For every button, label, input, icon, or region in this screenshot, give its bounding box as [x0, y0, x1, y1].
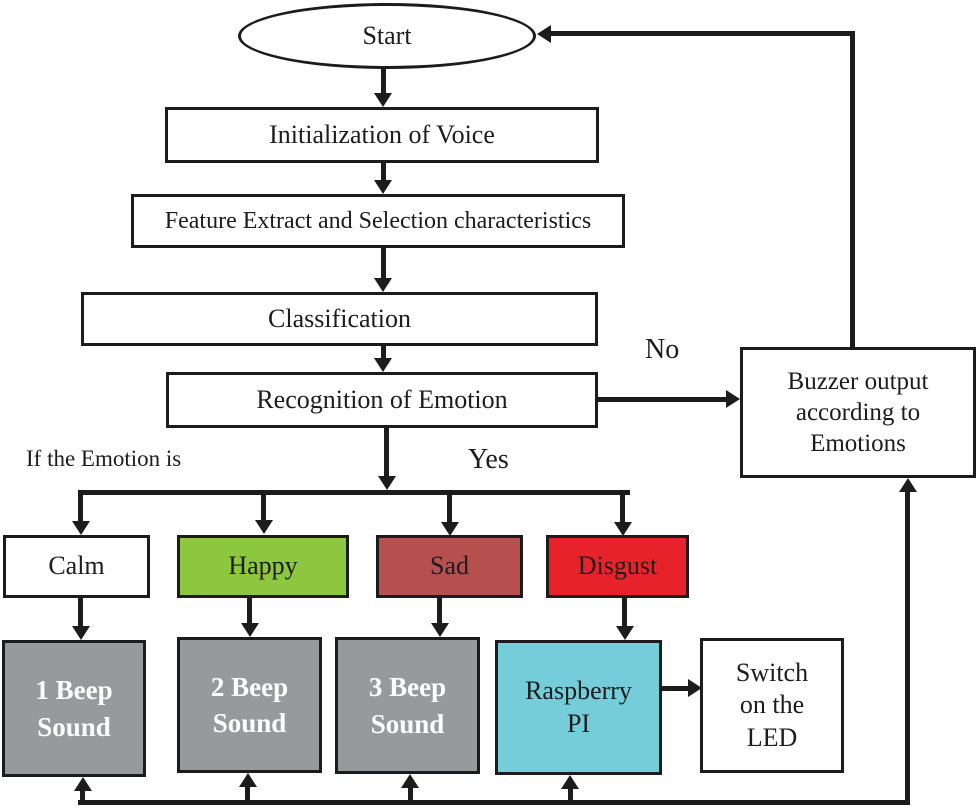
feedback-bottom-horizontal-line [78, 800, 910, 805]
edge-label-yes: Yes [468, 444, 509, 475]
arrow-init-to-feature-head [374, 180, 392, 194]
node-start: Start [238, 3, 536, 69]
arrow-happy-to-beep2-head [241, 623, 259, 637]
node-1-beep-sound: 1 Beep Sound [2, 640, 146, 777]
node-raspberry-pi-label: Raspberry PI [525, 676, 632, 738]
feedback-buzzer-to-start-horizontal-line [551, 31, 855, 36]
feedback-to-buzzer-head [899, 478, 917, 492]
arrow-yes-stem-line [384, 428, 389, 476]
arrow-to-happy-line [261, 495, 266, 520]
arrow-feature-to-classification-head [374, 278, 392, 292]
edge-label-no: No [645, 334, 680, 365]
arrow-feature-to-classification-line [381, 248, 386, 278]
node-recognition-of-emotion: Recognition of Emotion [166, 372, 598, 428]
node-initialization-label: Initialization of Voice [269, 119, 495, 149]
arrow-bottom-to-beep3-line [408, 788, 413, 800]
arrow-bottom-to-raspberry-head [561, 775, 579, 789]
arrow-classification-to-recognition-head [374, 358, 392, 372]
arrow-init-to-feature-line [381, 163, 386, 180]
arrow-to-sad-head [441, 522, 459, 536]
node-sad-label: Sad [430, 551, 469, 581]
arrow-to-calm-line [78, 495, 83, 521]
node-classification: Classification [81, 292, 598, 346]
arrow-to-sad-line [447, 495, 452, 522]
edge-label-if-the-emotion-is: If the Emotion is [26, 446, 182, 471]
arrow-no-branch-head [726, 390, 740, 408]
node-happy: Happy [177, 535, 349, 598]
node-buzzer-output: Buzzer output according to Emotions [740, 347, 976, 478]
arrow-sad-to-beep3-line [437, 598, 442, 623]
arrow-bottom-to-raspberry-line [568, 789, 573, 800]
node-sad: Sad [376, 535, 523, 598]
arrow-happy-to-beep2-line [247, 598, 252, 623]
arrow-bottom-to-beep1-line [80, 791, 85, 800]
arrow-no-branch-line [598, 397, 726, 402]
node-switch-on-led: Switch on the LED [700, 638, 844, 773]
arrow-raspberry-to-led-line [662, 686, 688, 691]
node-feature-extract-label: Feature Extract and Selection characteri… [164, 208, 592, 234]
arrow-raspberry-to-led-head [688, 679, 702, 697]
feedback-buzzer-to-start-vertical-line [850, 31, 855, 347]
node-3-beep-sound: 3 Beep Sound [335, 637, 480, 774]
node-start-label: Start [362, 20, 412, 50]
arrow-to-disgust-head [614, 522, 632, 536]
arrow-to-disgust-line [620, 495, 625, 522]
node-classification-label: Classification [268, 303, 411, 333]
node-calm-label: Calm [48, 551, 105, 581]
node-initialization-of-voice: Initialization of Voice [165, 107, 599, 163]
node-raspberry-pi: Raspberry PI [495, 640, 662, 775]
node-2-beep-sound: 2 Beep Sound [177, 637, 322, 773]
node-2-beep-label: 2 Beep Sound [210, 671, 289, 738]
arrow-to-happy-head [255, 520, 273, 534]
node-feature-extract: Feature Extract and Selection characteri… [131, 194, 625, 248]
feedback-buzzer-to-start-head [537, 25, 551, 43]
node-recognition-label: Recognition of Emotion [256, 384, 508, 414]
arrow-bottom-to-beep3-head [401, 774, 419, 788]
node-disgust: Disgust [546, 535, 689, 598]
arrow-start-to-init-line [381, 68, 386, 93]
branch-distribution-line [78, 490, 630, 495]
arrow-sad-to-beep3-head [431, 623, 449, 637]
node-1-beep-label: 1 Beep Sound [35, 675, 113, 742]
arrow-calm-to-beep1-line [78, 598, 83, 626]
arrow-disgust-to-raspberry-head [616, 626, 634, 640]
node-disgust-label: Disgust [577, 551, 658, 581]
node-buzzer-label: Buzzer output according to Emotions [787, 367, 929, 458]
arrow-to-calm-head [72, 521, 90, 535]
arrow-classification-to-recognition-line [381, 346, 386, 358]
node-happy-label: Happy [228, 551, 298, 581]
feedback-bottom-vertical-line [905, 492, 910, 803]
node-switch-on-led-label: Switch on the LED [735, 657, 809, 752]
arrow-yes-stem-head [378, 476, 396, 490]
arrow-bottom-to-beep2-head [239, 773, 257, 787]
node-calm: Calm [3, 535, 150, 598]
node-3-beep-label: 3 Beep Sound [368, 672, 447, 739]
arrow-start-to-init-head [374, 93, 392, 107]
arrow-disgust-to-raspberry-line [622, 598, 627, 626]
arrow-bottom-to-beep2-line [245, 787, 250, 800]
arrow-calm-to-beep1-head [72, 626, 90, 640]
arrow-bottom-to-beep1-head [74, 777, 92, 791]
